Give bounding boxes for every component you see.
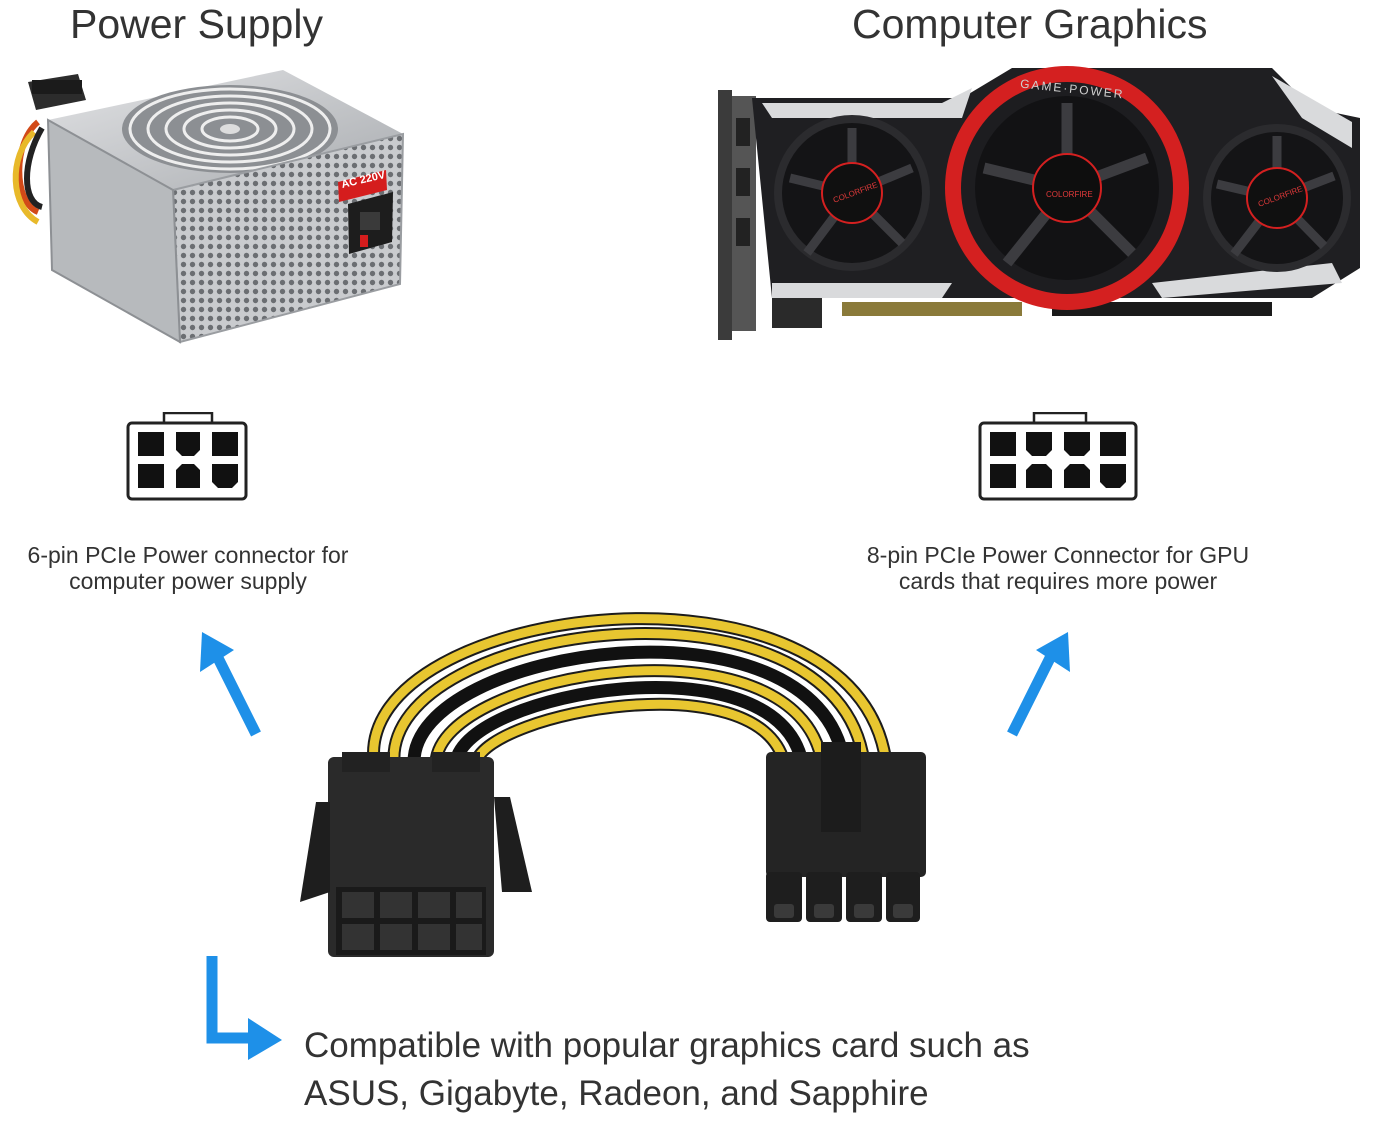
- six-pin-caption: 6-pin PCIe Power connector for computer …: [0, 542, 376, 594]
- compatibility-text: Compatible with popular graphics card su…: [304, 1022, 1030, 1118]
- compatibility-line-2: ASUS, Gigabyte, Radeon, and Sapphire: [304, 1074, 929, 1113]
- graphics-card-icon: GAME·POWER COLORFIRE COLORFIRE COLORFIRE: [712, 58, 1372, 348]
- eight-pin-connector-icon: [978, 412, 1140, 502]
- six-pin-caption-line-1: 6-pin PCIe Power connector for: [27, 542, 349, 568]
- power-supply-unit-icon: AC 220V: [8, 62, 408, 347]
- eight-pin-caption-line-2: cards that requires more power: [898, 568, 1218, 594]
- gpu-fan-logo-center: COLORFIRE: [1046, 190, 1093, 199]
- arrow-icon-compatibility: [200, 952, 290, 1062]
- six-pin-caption-line-2: computer power supply: [69, 568, 307, 594]
- six-pin-connector-icon: [126, 412, 250, 502]
- power-supply-heading: Power Supply: [70, 1, 323, 47]
- compatibility-line-1: Compatible with popular graphics card su…: [304, 1026, 1030, 1065]
- eight-pin-caption: 8-pin PCIe Power Connector for GPU cards…: [846, 542, 1270, 594]
- pcie-adapter-cable-icon: [296, 512, 936, 962]
- computer-graphics-heading: Computer Graphics: [852, 1, 1208, 47]
- arrow-icon-eight-pin: [1000, 628, 1080, 740]
- eight-pin-caption-line-1: 8-pin PCIe Power Connector for GPU: [866, 542, 1250, 568]
- arrow-icon-six-pin: [190, 628, 270, 740]
